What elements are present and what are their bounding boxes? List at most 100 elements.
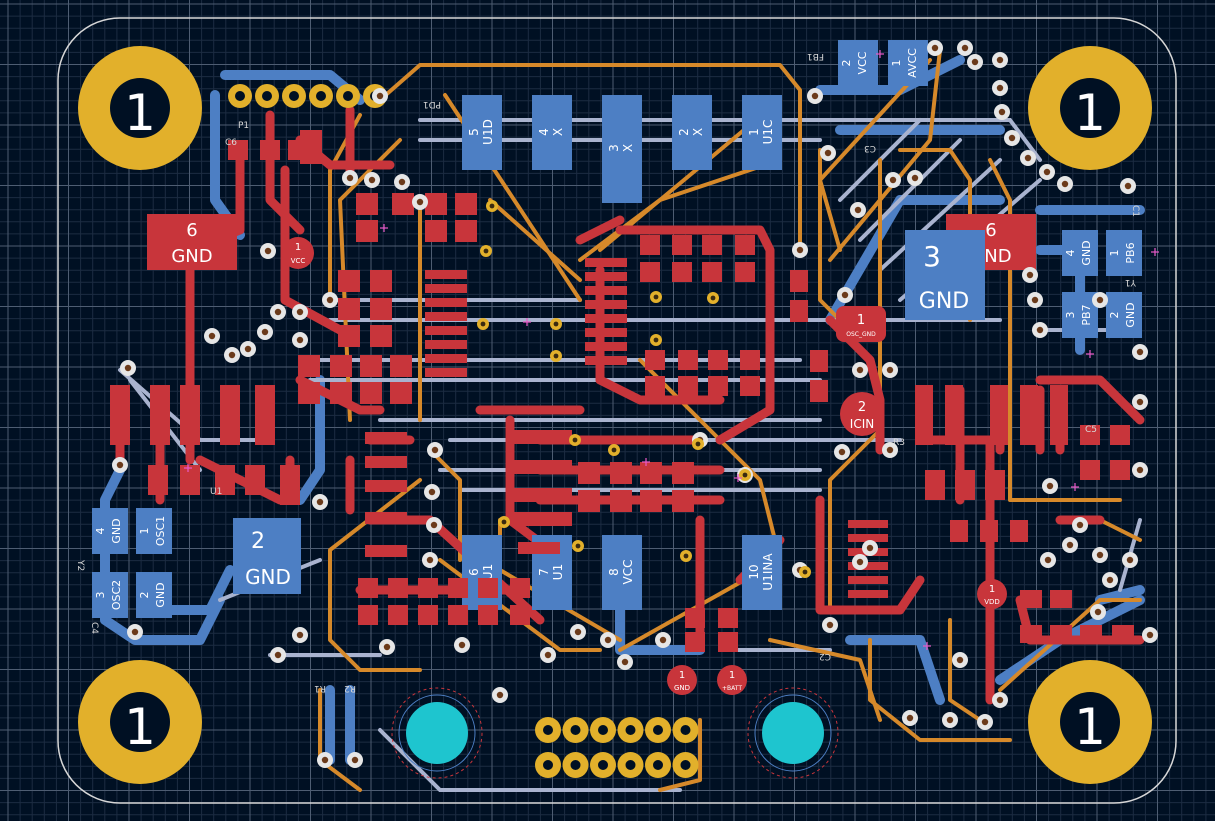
back-pad[interactable]: 2 GND (1106, 292, 1142, 338)
back-pad[interactable]: 8 VCC (602, 535, 642, 610)
pad-net: U1 (551, 564, 565, 580)
pad-net: U1 (481, 564, 495, 580)
pad-net: GND (110, 518, 123, 543)
pad-gnd-left[interactable]: 6 GND (147, 214, 237, 270)
orange-tracks (318, 48, 1142, 792)
back-pad-row: 5 U1D 4 X 3 X 2 X 1 U1C 6 U1 7 U1 8 VCC … (92, 40, 1142, 618)
mounting-hole[interactable]: 1 (1028, 660, 1152, 784)
board-outline (57, 17, 1177, 804)
back-pad[interactable]: 1 AVCC (888, 40, 928, 86)
pad-number: 1 (729, 670, 735, 681)
mounting-hole-label: 1 (124, 84, 156, 142)
pad-net: X (691, 128, 705, 136)
back-pad[interactable]: 4 GND (92, 508, 128, 554)
silk-ref: C5 (1085, 425, 1097, 435)
pink-markers (184, 50, 1159, 650)
labeled-pad-vcc[interactable]: 1 VCC (282, 237, 314, 269)
pad-number: 2 (858, 400, 866, 415)
silk-ref: C6 (225, 138, 237, 148)
pad-number: 3 (94, 592, 107, 599)
pad-number: 4 (537, 128, 551, 136)
pad-net: VCC (856, 51, 869, 74)
silk-ref: C2 (819, 651, 831, 661)
back-pad[interactable]: 2 X (672, 95, 712, 170)
back-pad[interactable]: 1 U1C (742, 95, 782, 170)
pad-number: 1 (295, 242, 301, 253)
back-pad[interactable]: 5 U1D (462, 95, 502, 170)
pad-gnd-back-left[interactable]: 2 GND (233, 518, 301, 594)
silk-ref: FB1 (807, 51, 824, 61)
back-pad[interactable]: 4 GND (1062, 230, 1098, 276)
pad-net: +BATT (722, 685, 742, 692)
pad-net: PB6 (1124, 242, 1137, 263)
labeled-pad-gnd[interactable]: 1 GND (667, 665, 697, 695)
silk-ref: PD1 (423, 99, 441, 109)
pad-net: VCC (621, 560, 635, 585)
pad-number: 7 (537, 568, 551, 576)
pad-net: U1C (761, 120, 775, 145)
vias (112, 40, 1158, 768)
pad-net: OSC_GND (846, 331, 876, 338)
pad-number: 1 (679, 670, 685, 681)
pad-net: GND (154, 582, 167, 607)
pad-net: GND (919, 289, 969, 314)
mounting-hole[interactable]: 1 (1028, 46, 1152, 170)
silk-ref: R2 (344, 683, 356, 693)
labeled-pad-icin[interactable]: 2 ICIN (840, 392, 884, 436)
pad-number: 6 (186, 220, 197, 241)
back-pad[interactable]: 1 PB6 (1106, 230, 1142, 276)
silk-ref: P1 (238, 121, 249, 131)
pad-net: VCC (291, 257, 306, 265)
back-pad[interactable]: 4 X (532, 95, 572, 170)
back-pad[interactable]: 1 OSC1 (136, 508, 172, 554)
pad-net: AVCC (906, 48, 919, 78)
labeled-pad-vdd[interactable]: 1 VDD (977, 579, 1007, 609)
silkscreen-labels: PD1 FB1 Y1 Y2 C1 C2 C3 C4 C5 C6 R1 R2 R3… (75, 51, 1140, 693)
pad-number: 2 (677, 128, 691, 136)
pad-number: 2 (138, 592, 151, 599)
silk-ref: C1 (1130, 205, 1140, 217)
back-pad[interactable]: 6 U1 (462, 535, 502, 610)
silk-ref: R1 (314, 683, 326, 693)
mounting-hole-label: 1 (1074, 84, 1106, 142)
pad-number: 2 (1108, 312, 1121, 319)
pad-number: 1 (138, 528, 151, 535)
back-pad[interactable]: 10 U1INA (742, 535, 782, 610)
back-pad[interactable]: 2 VCC (838, 40, 878, 86)
back-pad[interactable]: 3 PB7 (1062, 292, 1098, 338)
back-pad[interactable]: 3 OSC2 (92, 572, 128, 618)
pad-net: GND (171, 246, 212, 267)
npth-hole (391, 687, 483, 779)
npth-hole (747, 687, 839, 779)
pad-gnd-back-right[interactable]: 3 GND (905, 230, 985, 320)
silk-ref: R3 (893, 438, 905, 448)
mounting-hole-label: 1 (124, 698, 156, 756)
pad-net: OSC2 (110, 580, 123, 610)
pad-number: 1 (890, 60, 903, 67)
pad-number: 1 (1108, 250, 1121, 257)
pad-number: 2 (840, 60, 853, 67)
labeled-pad-osc-gnd[interactable]: 1 OSC_GND (836, 306, 886, 342)
pad-net: OSC1 (154, 516, 167, 546)
mounting-hole[interactable]: 1 (78, 46, 202, 170)
silk-ref: Y2 (75, 559, 85, 571)
pad-number: 4 (1064, 250, 1077, 257)
header-bottom[interactable] (535, 717, 699, 778)
pad-number: 6 (985, 220, 996, 241)
pad-net: X (551, 128, 565, 136)
pad-number: 3 (923, 240, 941, 273)
pad-net: X (621, 144, 635, 152)
labeled-pad-batt[interactable]: 1 +BATT (717, 665, 747, 695)
pad-number: 3 (1064, 312, 1077, 319)
pad-net: GND (1080, 240, 1093, 265)
mounting-hole-label: 1 (1074, 698, 1106, 756)
pad-number: 4 (94, 528, 107, 535)
pad-net: ICIN (850, 417, 874, 431)
silk-ref: C4 (89, 622, 99, 634)
pad-net: GND (245, 565, 291, 589)
back-pad[interactable]: 3 X (602, 95, 642, 203)
back-pad[interactable]: 2 GND (136, 572, 172, 618)
mounting-hole[interactable]: 1 (78, 660, 202, 784)
pad-net: GND (674, 684, 690, 692)
